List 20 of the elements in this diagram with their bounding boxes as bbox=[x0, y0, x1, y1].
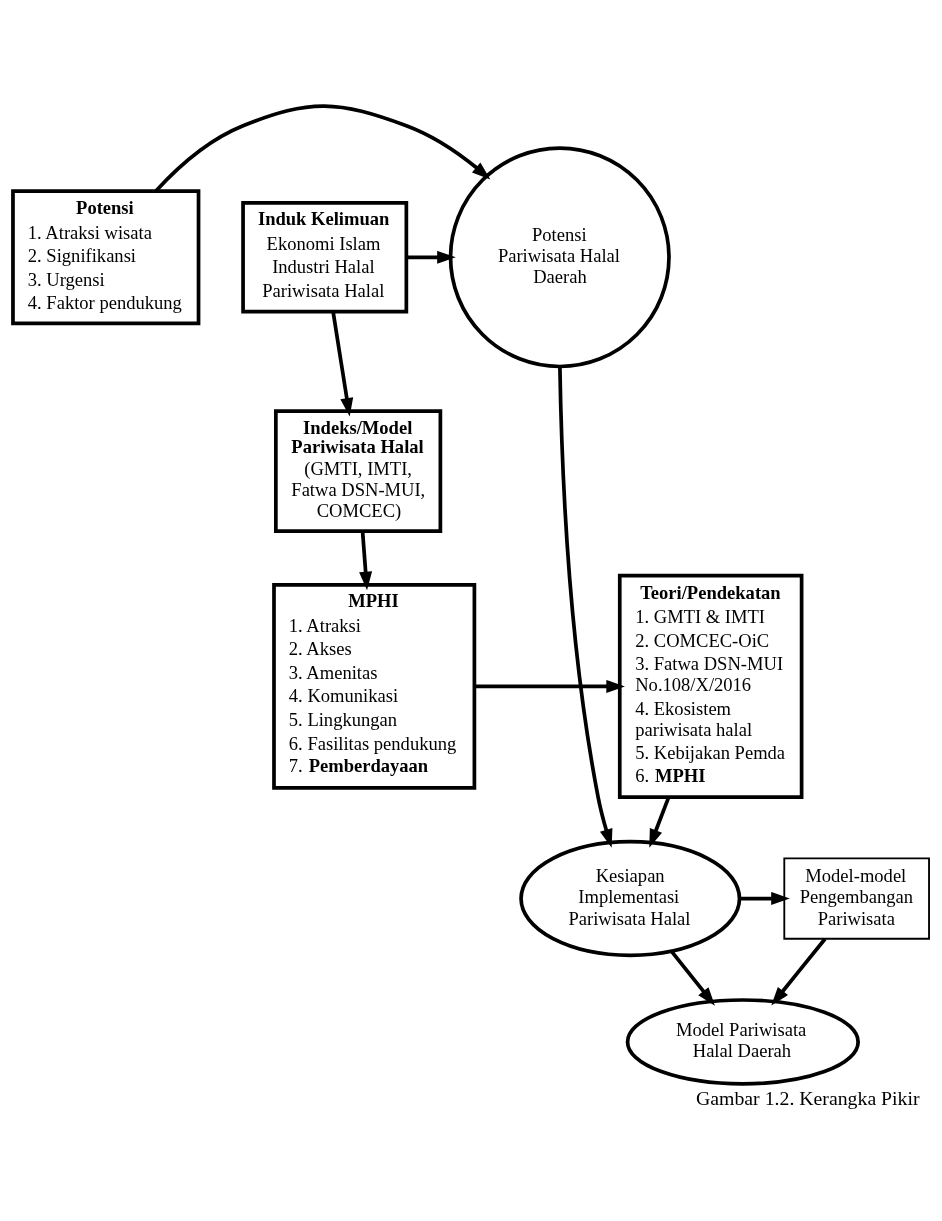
arrow bbox=[739, 891, 790, 905]
node-box: Model-model Pengembangan Pariwisata bbox=[783, 856, 930, 940]
arrow bbox=[406, 250, 456, 264]
arrow bbox=[558, 366, 613, 848]
arrow bbox=[331, 311, 354, 417]
arrow bbox=[771, 937, 827, 1005]
node-box: Indeks/Model Pariwisata Halal (GMTI, IMTI, Fatwa DSN-MUI, COMCEC) bbox=[274, 408, 443, 533]
node-box: Induk Kelimuan Ekonomi Islam Industri Halal Pariwisata Halal bbox=[241, 200, 409, 314]
node-circle: Potensi Pariwisata Halal Daerah bbox=[448, 145, 671, 368]
arrow bbox=[474, 679, 625, 693]
node-box: Teori/Pendekatan 1. GMTI & IMTI 2. COMCEC-OiC 3. Fatwa DSN-MUI No.108/X/2016 4. Ekosistem pariwisata halal 5. Kebijakan Pemda 6. MPHI bbox=[617, 573, 804, 799]
node-box: Potensi 1. Atraksi wisata 2. Signifikansi 3. Urgensi 4. Faktor pendukung bbox=[11, 188, 201, 325]
node-box: MPHI 1. Atraksi 2. Akses 3. Amenitas 4. Komunikasi 5. Lingkungan 6. Fasilitas pendukung 7. Pemberdayaan bbox=[272, 582, 477, 790]
arrow bbox=[359, 531, 373, 590]
node-ellipse: Model Pariwisata Halal Daerah bbox=[625, 997, 860, 1086]
arrow bbox=[649, 796, 671, 848]
caption: Gambar 1.2. Kerangka Pikir bbox=[696, 1086, 920, 1109]
node-ellipse: Kesiapan Implementasi Pariwisata Halal bbox=[519, 839, 742, 957]
arrow bbox=[154, 103, 491, 192]
arrow bbox=[670, 949, 715, 1006]
